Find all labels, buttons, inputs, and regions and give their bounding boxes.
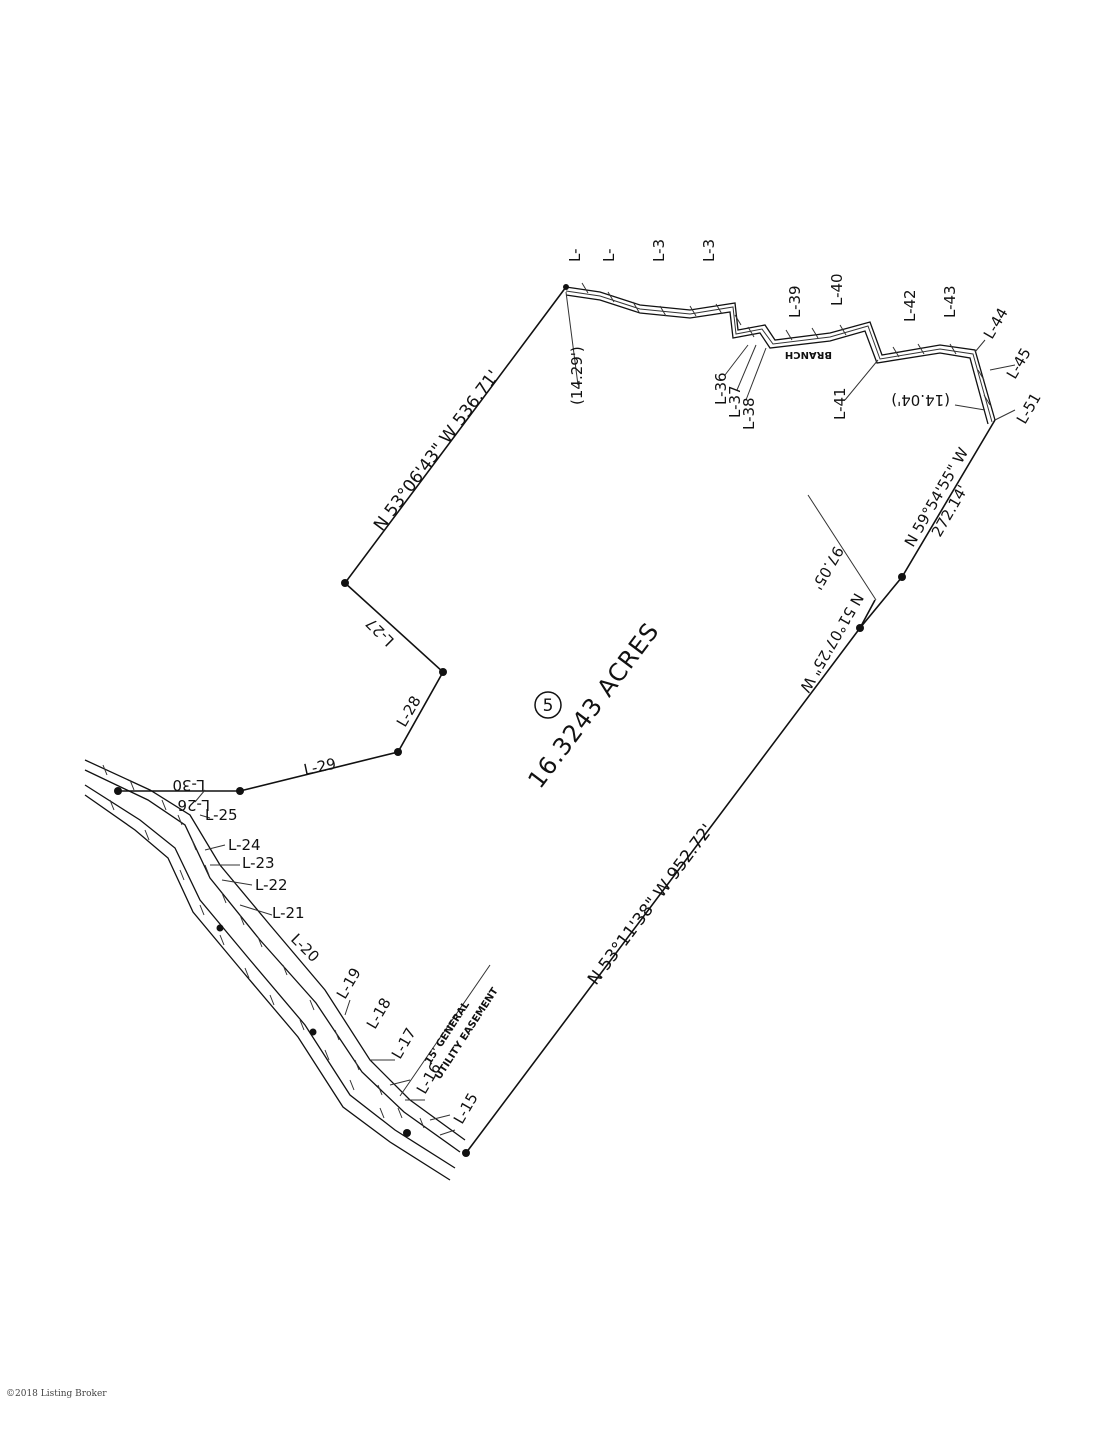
svg-text:L-: L- bbox=[600, 248, 618, 262]
lot-boundary-west bbox=[118, 286, 567, 792]
svg-text:L-26: L-26 bbox=[177, 796, 210, 814]
svg-text:L-27: L-27 bbox=[362, 614, 398, 650]
label-leaders bbox=[194, 291, 1016, 1136]
svg-text:L-41: L-41 bbox=[831, 387, 849, 420]
boundary-call-south-east: N 53°11'38" W 952.72' bbox=[584, 821, 718, 989]
boundary-call-east-mid-dist: 97.05' bbox=[808, 543, 847, 593]
svg-text:L-15: L-15 bbox=[450, 1090, 482, 1127]
survey-points bbox=[114, 284, 906, 1157]
lot-number: 5 bbox=[543, 696, 554, 716]
svg-text:L-30: L-30 bbox=[172, 776, 205, 794]
svg-text:L-37: L-37 bbox=[726, 385, 744, 418]
west-creek-arrows bbox=[102, 764, 425, 1129]
svg-text:L-40: L-40 bbox=[828, 273, 846, 306]
creek-label: BRANCH bbox=[785, 349, 832, 360]
svg-text:L-36: L-36 bbox=[712, 372, 730, 405]
svg-text:L-17: L-17 bbox=[388, 1025, 420, 1062]
svg-text:L-22: L-22 bbox=[255, 876, 288, 894]
svg-text:L-19: L-19 bbox=[333, 965, 365, 1002]
svg-text:L-21: L-21 bbox=[272, 904, 305, 922]
top-line-labels: L- L- L-3 L-3 L-39 L-40 L-42 L-43 L-44 L… bbox=[566, 239, 1045, 427]
lot-boundary bbox=[465, 419, 996, 1154]
creek-arrows bbox=[581, 282, 991, 406]
svg-text:L-23: L-23 bbox=[242, 854, 275, 872]
svg-text:L-39: L-39 bbox=[786, 285, 804, 318]
boundary-call-north-west: N 53°06'43" W 536.71' bbox=[370, 367, 504, 535]
svg-text:L-42: L-42 bbox=[901, 289, 919, 322]
listing-credit: ©2018 Listing Broker bbox=[6, 1389, 107, 1399]
svg-text:L-3: L-3 bbox=[650, 239, 668, 262]
offset-right-creek: (14.04') bbox=[891, 391, 950, 409]
svg-text:L-43: L-43 bbox=[941, 285, 959, 318]
svg-text:L-45: L-45 bbox=[1003, 345, 1035, 382]
svg-text:L-38: L-38 bbox=[740, 397, 758, 430]
offset-left-creek: (14.29') bbox=[568, 346, 586, 405]
svg-text:L-51: L-51 bbox=[1013, 390, 1045, 427]
west-creek bbox=[84, 759, 466, 1181]
svg-text:L-20: L-20 bbox=[287, 930, 323, 966]
lot-number-circle bbox=[534, 691, 562, 719]
svg-text:L-29: L-29 bbox=[302, 755, 338, 779]
boundary-east-mid bbox=[859, 599, 876, 629]
svg-text:L-18: L-18 bbox=[363, 995, 395, 1032]
boundary-call-east-mid: N 51°07'25" W bbox=[796, 590, 867, 696]
creek-low-labels: L-36 L-37 L-38 L-41 bbox=[712, 372, 849, 430]
svg-text:L-44: L-44 bbox=[980, 305, 1012, 342]
svg-text:L-3: L-3 bbox=[700, 239, 718, 262]
creek-branch bbox=[565, 286, 996, 425]
svg-text:L-24: L-24 bbox=[228, 836, 261, 854]
svg-text:L-25: L-25 bbox=[205, 806, 238, 824]
svg-text:L-: L- bbox=[566, 248, 584, 262]
